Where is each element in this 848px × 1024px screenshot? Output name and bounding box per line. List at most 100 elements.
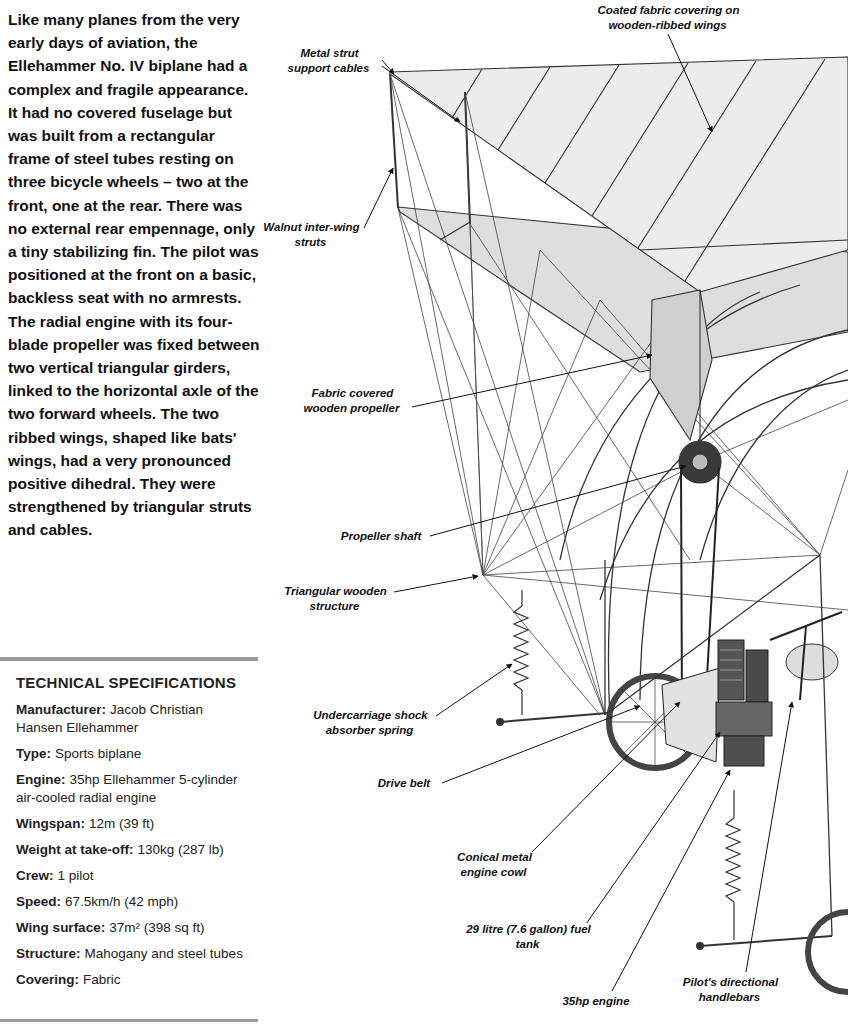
leader-lines: [430, 466, 686, 536]
spec-row: Speed: 67.5km/h (42 mph): [16, 893, 252, 911]
callout-text: Coated fabric covering on wooden-ribbed …: [597, 4, 740, 31]
drive-belt: [681, 468, 682, 712]
undercarriage: [497, 719, 503, 725]
spec-row: Wing surface: 37m² (398 sq ft): [16, 919, 252, 937]
spec-rule: [0, 657, 258, 1022]
bracing-cables: [820, 470, 848, 555]
part-callout: Drive belt: [364, 776, 444, 791]
engine: [724, 736, 764, 766]
spec-row: Type: Sports biplane: [16, 745, 252, 763]
bracing-cables: [398, 208, 605, 715]
spec-row: Covering:Fabric: [16, 971, 252, 989]
leader-lines: [586, 732, 720, 924]
undercarriage: [808, 912, 848, 992]
callout-text: Drive belt: [377, 777, 431, 789]
inter-wing-struts: [390, 74, 470, 224]
spec-row: Crew:1 pilot: [16, 867, 252, 885]
propeller: [679, 441, 721, 483]
spec-heading: TECHNICAL SPECIFICATIONS: [16, 674, 252, 691]
spec-row: Weight at take-off: 130kg (287 lb): [16, 841, 252, 859]
leader-lines: [668, 34, 712, 132]
spec-key: Engine:: [16, 772, 66, 787]
leader-lines: [436, 664, 512, 716]
spec-value: Fabric: [83, 972, 121, 987]
wing-frame-ribs: [560, 285, 848, 720]
leader-lines: [612, 770, 730, 991]
spec-key: Crew:: [16, 868, 54, 883]
callout-text: 29 litre (7.6 gallon) fuel tank: [465, 923, 591, 950]
undercarriage: [608, 555, 820, 713]
spec-key: Manufacturer:: [16, 702, 106, 717]
callout-text: Triangular wooden structure: [283, 585, 387, 612]
spec-rule: [0, 657, 258, 661]
callout-text: Walnut inter-wing struts: [262, 221, 359, 248]
handlebars: [770, 612, 842, 700]
part-callout: Triangular wooden structure: [280, 584, 390, 614]
bracing-cables: [470, 224, 690, 560]
part-callout: Conical metal engine cowl: [451, 850, 537, 880]
engine: [718, 640, 744, 700]
bracing-cables: [483, 575, 848, 610]
bracing-cables: [483, 330, 660, 575]
shock-springs: [514, 590, 740, 940]
callout-text: Pilot's directional handlebars: [682, 976, 778, 1003]
part-callout: Propeller shaft: [333, 529, 429, 544]
spec-key: Speed:: [16, 894, 61, 909]
spec-key: Type:: [16, 746, 51, 761]
leader-lines: [364, 34, 792, 991]
upper-wing: [545, 65, 619, 183]
callout-text: Metal strut support cables: [288, 47, 371, 74]
engine: [720, 660, 742, 661]
upper-wing: [452, 69, 482, 118]
leader-lines: [382, 66, 460, 122]
bracing-cables: [390, 74, 848, 715]
part-callout: 29 litre (7.6 gallon) fuel tank: [463, 922, 593, 952]
spec-value: Sports biplane: [55, 746, 141, 761]
wing-frame-ribs: [600, 380, 848, 600]
upper-wing: [640, 240, 848, 250]
undercarriage: [820, 555, 832, 936]
intro-text: Like many planes from the very early day…: [8, 8, 260, 542]
part-callout: Walnut inter-wing struts: [261, 220, 361, 250]
bracing-cables: [540, 250, 820, 555]
spec-key: Structure:: [16, 946, 81, 961]
leader-lines: [394, 576, 478, 592]
engine: [720, 680, 742, 681]
undercarriage: [500, 713, 608, 722]
spec-panel: TECHNICAL SPECIFICATIONS Manufacturer:Jac…: [16, 674, 252, 997]
spec-key: Wingspan:: [16, 816, 85, 831]
bracing-cables: [600, 300, 820, 555]
bracing-cables: [390, 74, 605, 715]
upper-wing: [592, 63, 688, 216]
spec-row: Structure: Mahogany and steel tubes: [16, 945, 252, 963]
spec-value: 130kg (287 lb): [138, 842, 224, 857]
bracing-cables: [700, 400, 848, 462]
shock-springs: [521, 590, 522, 606]
leader-lines: [442, 706, 640, 783]
spec-value: 37m² (398 sq ft): [109, 920, 204, 935]
engine: [662, 668, 720, 762]
bracing-cables: [465, 92, 483, 575]
spec-row: Manufacturer:Jacob Christian Hansen Elle…: [16, 701, 252, 737]
callout-text: Conical metal engine cowl: [456, 851, 532, 878]
callout-text: Fabric covered wooden propeller: [304, 387, 401, 414]
spec-value: Mahogany and steel tubes: [85, 946, 243, 961]
leader-lines: [532, 702, 680, 852]
engine: [720, 650, 742, 651]
spec-row: Wingspan: 12m (39 ft): [16, 815, 252, 833]
spec-value: 12m (39 ft): [89, 816, 154, 831]
spec-value: 67.5km/h (42 mph): [65, 894, 178, 909]
upper-wing: [685, 59, 825, 281]
upper-wing: [638, 61, 756, 248]
shock-springs: [521, 690, 522, 715]
propeller: [650, 290, 712, 440]
bracing-cables: [483, 462, 700, 575]
shock-springs: [514, 606, 528, 690]
callout-text: 35hp engine: [561, 995, 630, 1007]
spec-key: Weight at take-off:: [16, 842, 134, 857]
leader-lines: [364, 168, 393, 228]
spec-key: Wing surface:: [16, 920, 105, 935]
shock-springs: [726, 818, 740, 902]
bracing-cables: [398, 208, 483, 575]
bracing-cables: [483, 575, 600, 715]
